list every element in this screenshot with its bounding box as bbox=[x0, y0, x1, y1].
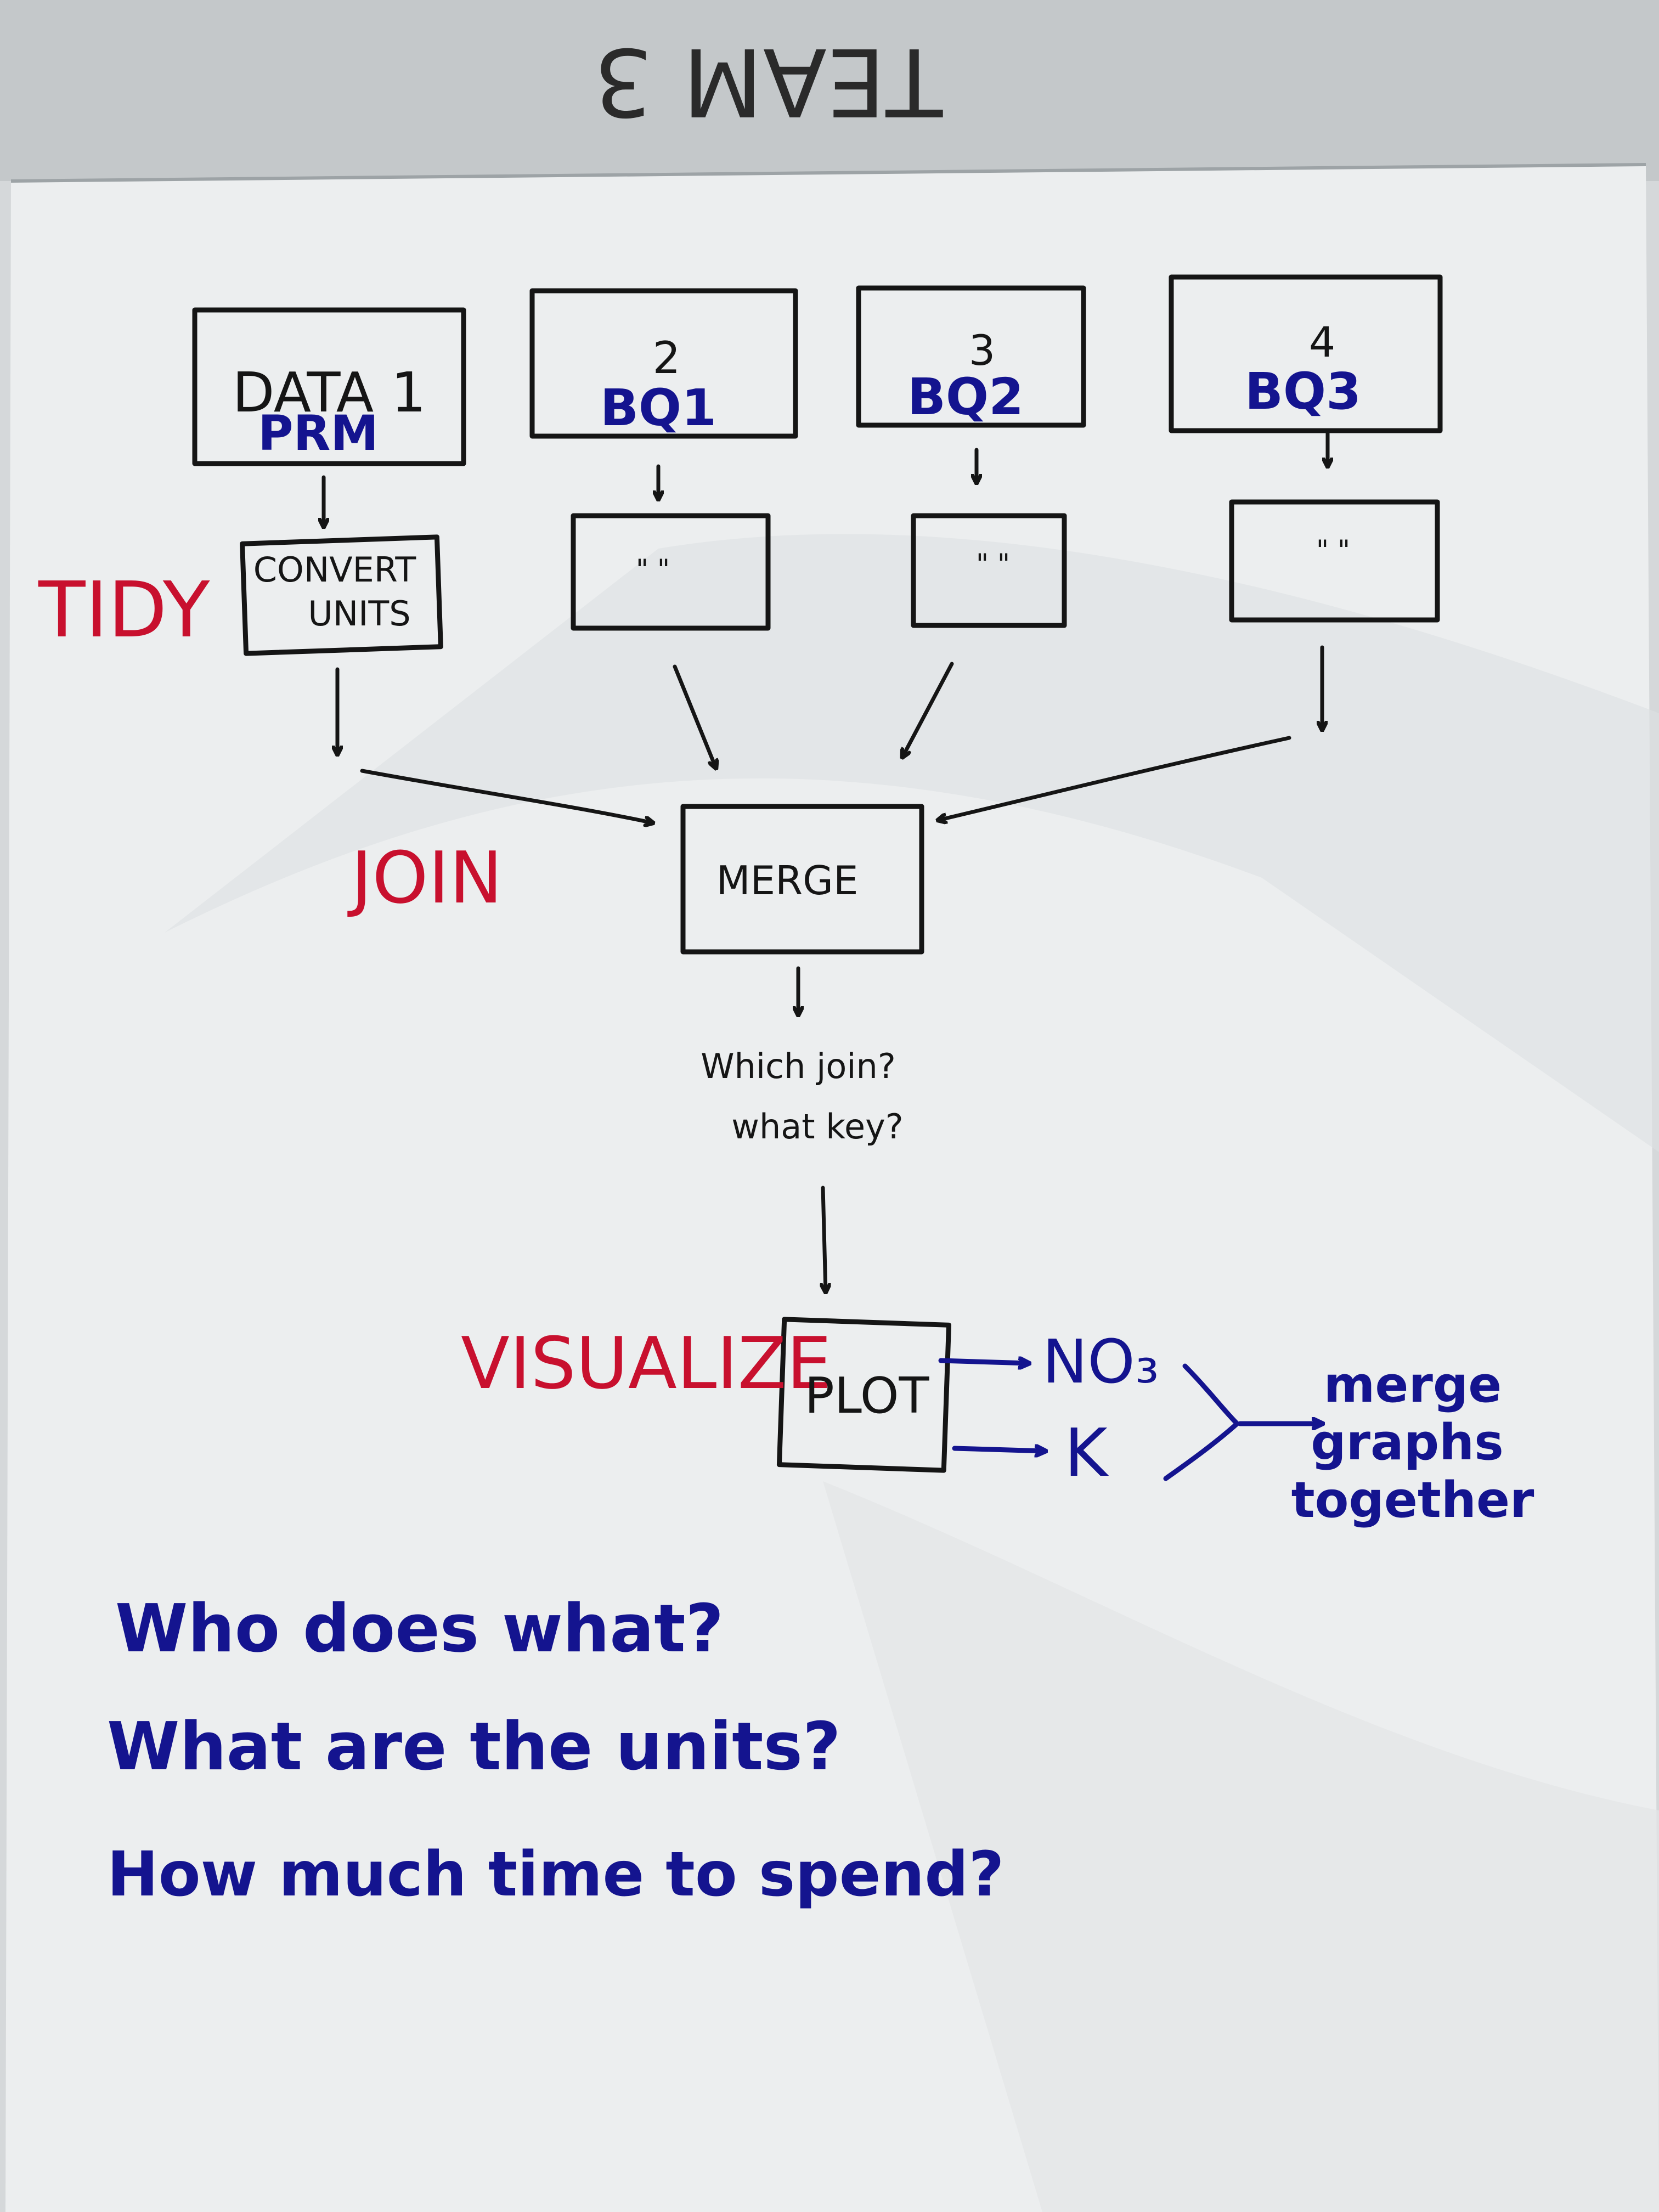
source-box bbox=[192, 307, 466, 466]
paper-fold-shadow bbox=[165, 534, 1659, 1152]
merge-box bbox=[680, 804, 924, 955]
plot-output-nitrate: NO₃ bbox=[1042, 1327, 1159, 1397]
plot-output-arrow bbox=[938, 1361, 1029, 1363]
flow-arrow bbox=[673, 664, 716, 768]
source-4-number: 4 bbox=[1309, 318, 1335, 366]
plot-output-arrow bbox=[952, 1448, 1045, 1451]
tidy-box bbox=[911, 513, 1067, 628]
paper-fold-shadow bbox=[823, 1481, 1659, 2212]
join-question-which: Which join? bbox=[701, 1046, 896, 1086]
combine-note-line3: together bbox=[1291, 1471, 1534, 1529]
flow-arrow bbox=[823, 1186, 826, 1292]
stage-visualize-label: VISUALIZE bbox=[461, 1322, 832, 1405]
ditto-mark: " " bbox=[1316, 534, 1350, 566]
plot-output-potassium: K bbox=[1064, 1415, 1109, 1492]
stage-join-label: JOIN bbox=[347, 836, 503, 919]
join-question-key: what key? bbox=[731, 1107, 903, 1147]
flow-arrow bbox=[360, 769, 653, 823]
ditto-mark: " " bbox=[636, 554, 670, 585]
plot-label: PLOT bbox=[804, 1367, 929, 1425]
combine-bracket bbox=[1163, 1363, 1240, 1481]
combine-note-line2: graphs bbox=[1311, 1414, 1504, 1471]
source-box bbox=[856, 285, 1086, 428]
convert-units-line2: UNITS bbox=[308, 594, 410, 634]
tidy-box bbox=[571, 513, 771, 631]
ditto-mark: " " bbox=[976, 548, 1010, 580]
source-3-name: BQ2 bbox=[907, 368, 1024, 426]
combine-note-line1: merge bbox=[1324, 1356, 1502, 1414]
merge-label: MERGE bbox=[716, 857, 859, 904]
stage-tidy-label: TIDY bbox=[38, 566, 210, 655]
folded-top-sheet bbox=[0, 0, 1659, 181]
convert-units-line1: CONVERT bbox=[253, 550, 417, 590]
question-units: What are the units? bbox=[107, 1709, 841, 1785]
source-2-number: 2 bbox=[653, 332, 681, 383]
sheet-edge bbox=[10, 163, 1646, 183]
plot-box bbox=[776, 1317, 952, 1473]
question-time: How much time to spend? bbox=[107, 1839, 1004, 1910]
team-title-text: TEAM 3 bbox=[594, 27, 943, 136]
question-who: Who does what? bbox=[115, 1591, 724, 1667]
team-title: TEAM 3 bbox=[594, 27, 943, 136]
flow-arrow bbox=[902, 662, 954, 757]
source-1-number: DATA 1 bbox=[232, 360, 426, 425]
source-box bbox=[529, 288, 798, 439]
tidy-box bbox=[1229, 499, 1440, 623]
source-4-name: BQ3 bbox=[1245, 362, 1361, 421]
tidy-box-convert bbox=[240, 534, 443, 656]
source-box bbox=[1169, 274, 1443, 433]
source-1-name: PRM bbox=[258, 405, 379, 461]
source-3-number: 3 bbox=[969, 326, 995, 375]
source-2-name: BQ1 bbox=[600, 379, 716, 437]
flow-arrow bbox=[938, 736, 1291, 820]
